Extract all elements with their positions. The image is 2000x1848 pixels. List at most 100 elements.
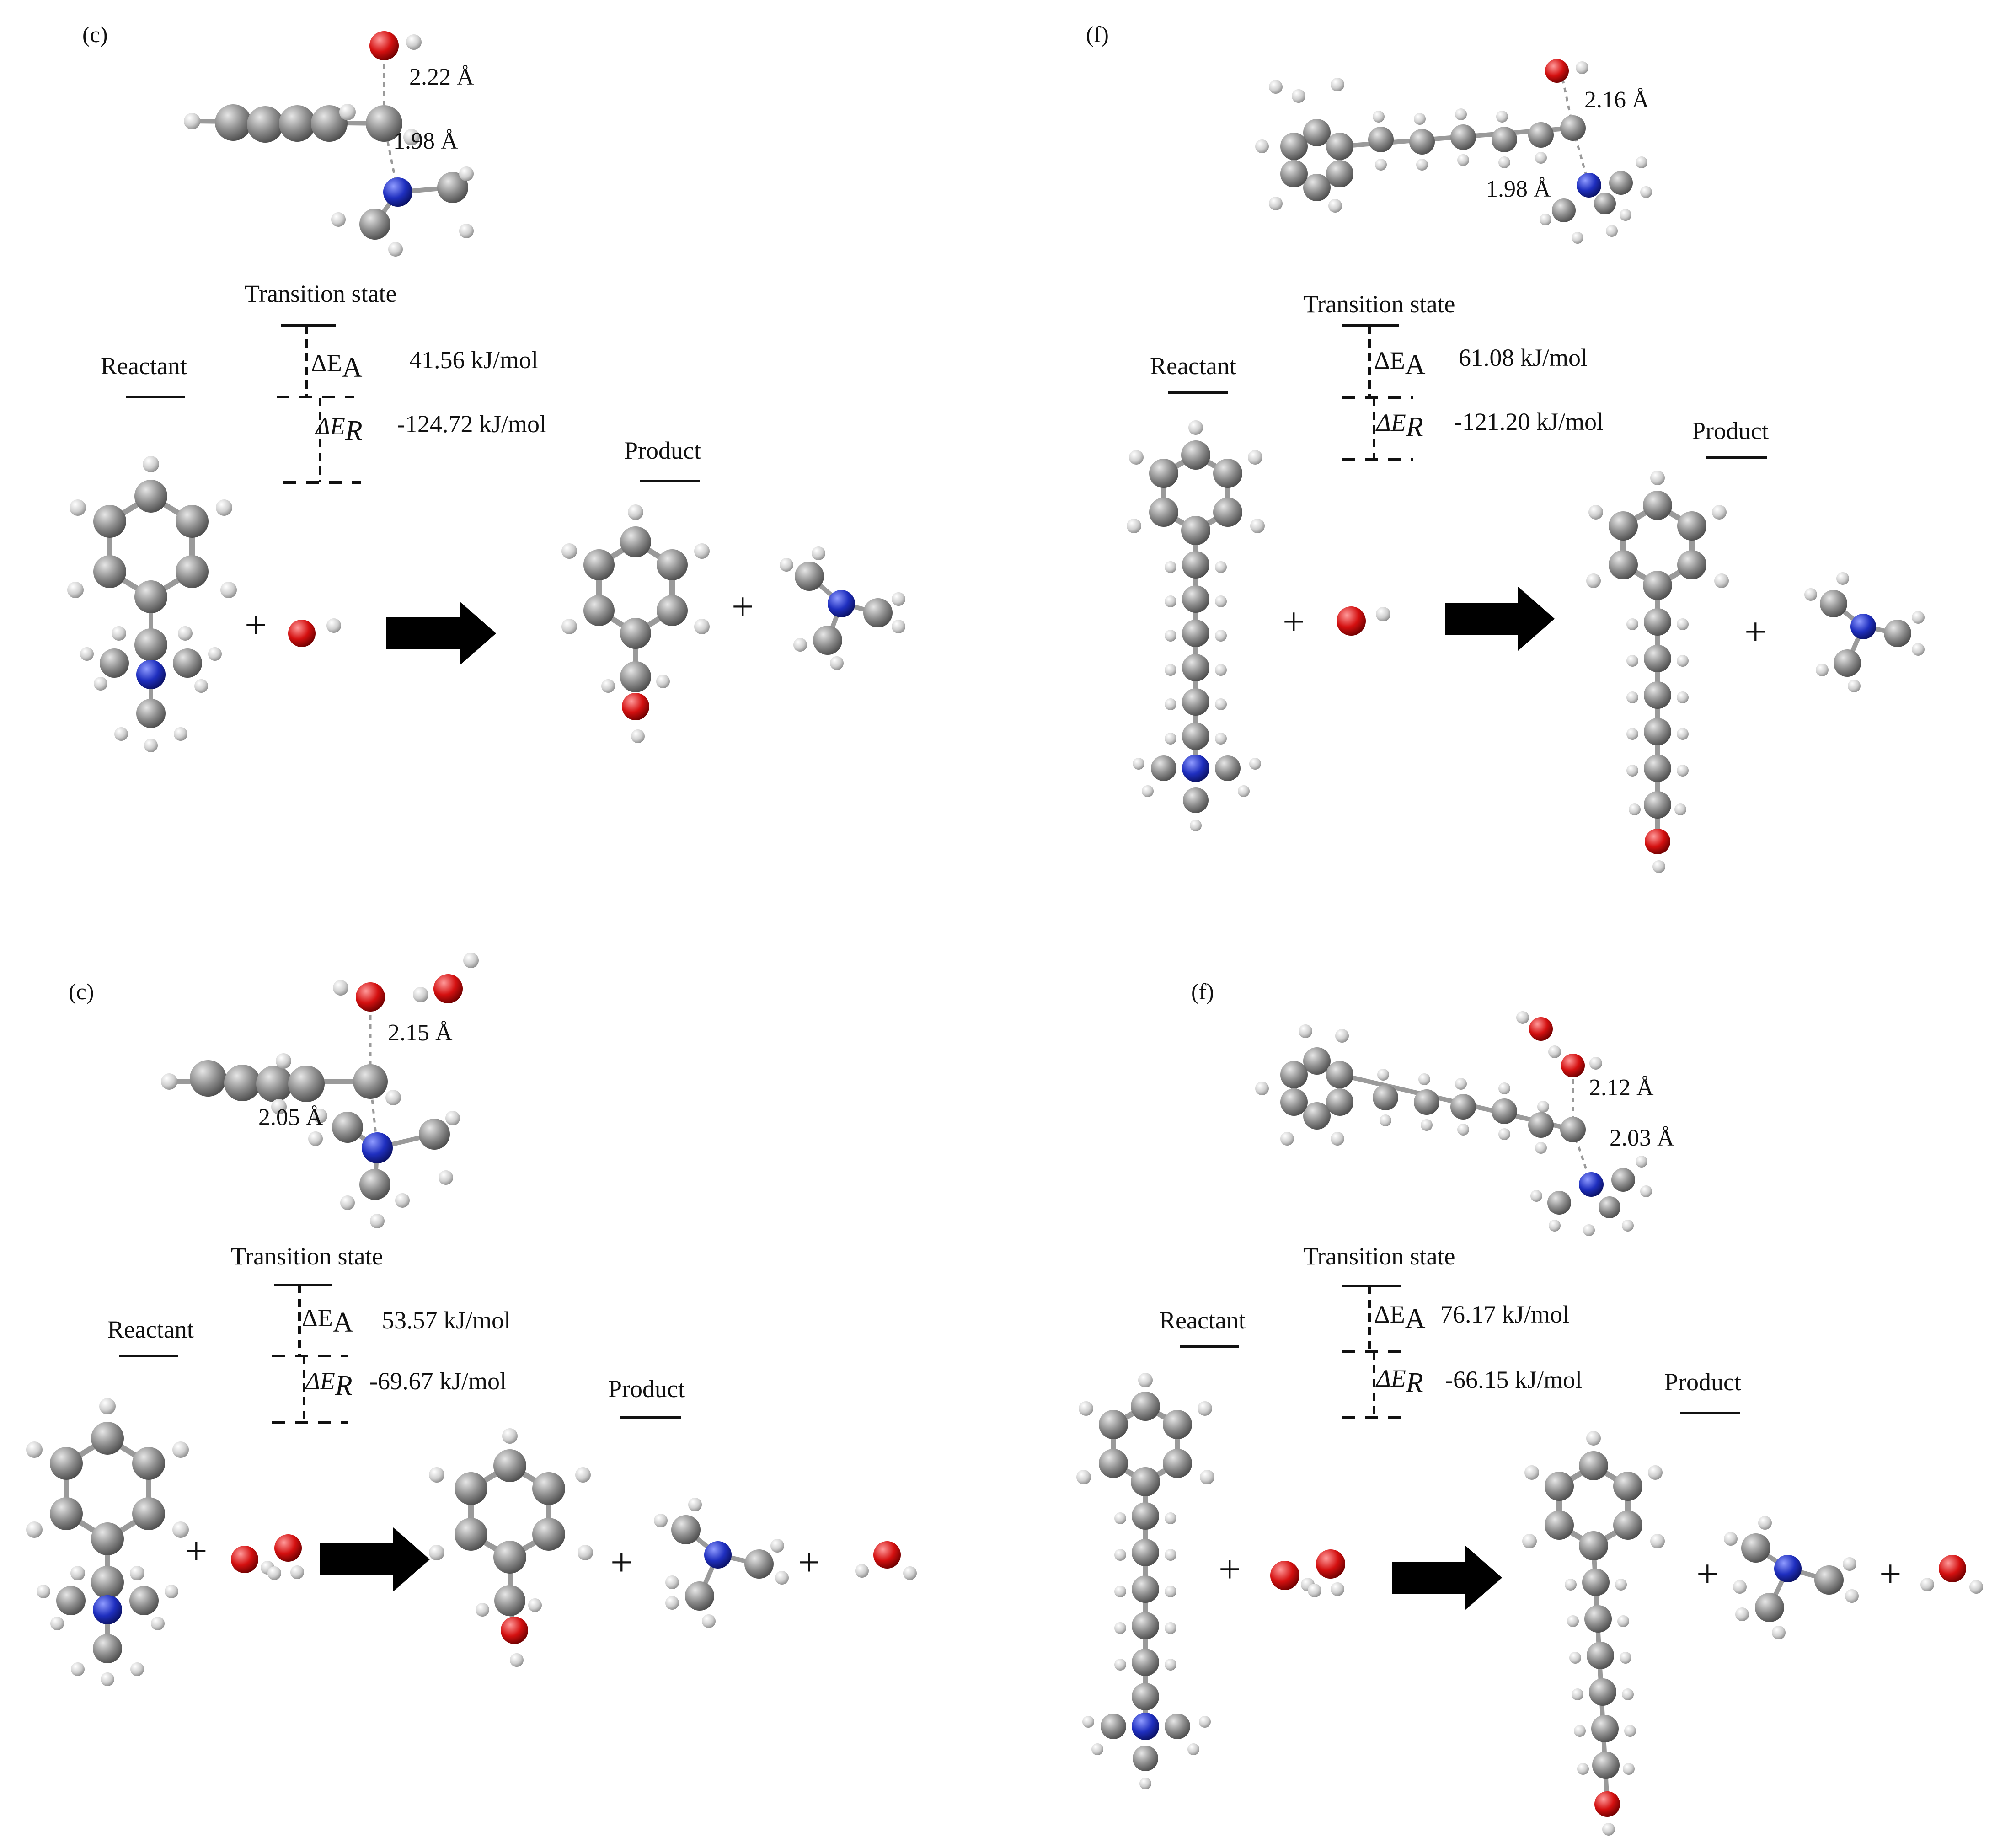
hydrogen-atom [1530, 1190, 1542, 1202]
carbon-atom [359, 209, 390, 240]
carbon-atom [1213, 498, 1242, 527]
hydrogen-atom [1920, 1578, 1934, 1591]
hydrogen-atom [1496, 111, 1508, 123]
panel-tag: (f) [1191, 979, 1214, 1004]
carbon-atom [620, 526, 651, 557]
delta-er-label: ΔER [315, 412, 363, 446]
carbon-atom [1644, 681, 1671, 709]
carbon-atom [1133, 1746, 1158, 1771]
oxygen-atom [622, 693, 649, 720]
activation-energy: 61.08 kJ/mol [1459, 344, 1588, 371]
plus-sign: + [1219, 1547, 1241, 1591]
reactant-label: Reactant [1150, 352, 1236, 380]
carbon-atom [1409, 129, 1435, 155]
hydrogen-atom [1623, 1763, 1635, 1775]
carbon-atom [132, 1497, 165, 1530]
panel-tag: (c) [69, 979, 94, 1004]
hydrogen-atom [290, 1565, 304, 1579]
reaction-arrow [1445, 587, 1555, 651]
carbon-atom [657, 595, 688, 626]
hydrogen-atom [1190, 820, 1202, 831]
hydrogen-atom [631, 729, 645, 743]
hydrogen-atom [1215, 664, 1227, 676]
carbon-atom [532, 1472, 565, 1505]
hydrogen-atom [1606, 225, 1618, 237]
hydrogen-atom [1457, 1124, 1469, 1136]
carbon-atom [215, 104, 251, 141]
hydrogen-atom [1912, 643, 1925, 656]
oxygen-atom [1270, 1561, 1299, 1590]
hydrogen-atom [271, 1099, 287, 1114]
activation-energy: 41.56 kJ/mol [409, 346, 538, 374]
activation-energy: 53.57 kJ/mol [382, 1307, 511, 1334]
nitrogen-atom [383, 177, 412, 207]
oxygen-atom [231, 1546, 258, 1573]
carbon-atom [190, 1060, 226, 1097]
carbon-atom [1165, 1714, 1190, 1739]
hydrogen-atom [1248, 450, 1262, 465]
carbon-atom [1132, 1683, 1159, 1710]
carbon-atom [93, 555, 126, 588]
carbon-atom [50, 1497, 83, 1530]
hydrogen-atom [326, 618, 341, 633]
carbon-atom [176, 505, 209, 538]
hydrogen-atom [1377, 1069, 1389, 1081]
hydrogen-atom [528, 1598, 542, 1612]
hydrogen-atom [429, 1545, 444, 1560]
hydrogen-atom [1522, 1534, 1537, 1548]
reaction-energy: -124.72 kJ/mol [397, 410, 546, 438]
hydrogen-atom [1677, 655, 1689, 667]
hydrogen-atom [1677, 618, 1689, 630]
hydrogen-atom [50, 1617, 64, 1630]
hydrogen-atom [1269, 80, 1283, 94]
carbon-atom [1326, 1061, 1353, 1088]
hydrogen-atom [1269, 197, 1283, 210]
carbon-atom [1132, 1502, 1159, 1530]
hydrogen-atom [216, 499, 232, 516]
activation-energy: 76.17 kJ/mol [1440, 1301, 1569, 1328]
hydrogen-atom [1804, 588, 1817, 601]
water-dimer-molecule [1270, 1549, 1345, 1597]
carbon-atom [91, 1522, 124, 1555]
nitrogen-atom [828, 590, 855, 617]
water-molecule [855, 1541, 917, 1580]
hydrogen-atom [1714, 573, 1729, 588]
hydrogen-atom [172, 1441, 189, 1458]
reaction-arrow [1392, 1546, 1502, 1610]
reaction-energy: -66.15 kJ/mol [1445, 1366, 1582, 1393]
hydrogen-atom [144, 739, 158, 752]
hydrogen-atom [101, 1672, 114, 1686]
hydrogen-atom [1712, 505, 1727, 520]
hydrogen-atom [1380, 1114, 1391, 1126]
carbon-atom [1182, 585, 1209, 613]
hydrogen-atom [1548, 1045, 1561, 1058]
carbon-atom [1414, 1089, 1439, 1115]
hydrogen-atom [1572, 232, 1583, 244]
hydrogen-atom [1292, 89, 1305, 103]
hydrogen-atom [1139, 1778, 1151, 1789]
carbon-atom [134, 480, 167, 513]
carbon-atom [1545, 1472, 1574, 1501]
carbon-atom [1303, 174, 1331, 201]
hydrogen-atom [333, 980, 348, 996]
carbon-atom [1677, 550, 1706, 579]
hydrogen-atom [1602, 1823, 1615, 1836]
oxygen-atom [1337, 606, 1366, 636]
carbon-atom [685, 1581, 714, 1611]
hydrogen-atom [1535, 1142, 1547, 1154]
carbon-atom [1132, 1539, 1159, 1566]
nitrogen-atom [1579, 1172, 1604, 1197]
product-molecule [1586, 471, 1729, 873]
hydrogen-atom [1636, 1156, 1647, 1168]
carbon-atom [1589, 1678, 1616, 1706]
carbon-atom [50, 1447, 83, 1480]
carbon-atom [1182, 654, 1209, 681]
reaction-energy: -121.20 kJ/mol [1454, 408, 1604, 435]
transition-state-molecule [184, 31, 474, 257]
hydrogen-atom [1836, 572, 1849, 585]
hydrogen-atom [339, 104, 356, 120]
hydrogen-atom [70, 1566, 85, 1580]
reactant-label: Reactant [107, 1316, 194, 1343]
hydrogen-atom [1129, 450, 1144, 465]
